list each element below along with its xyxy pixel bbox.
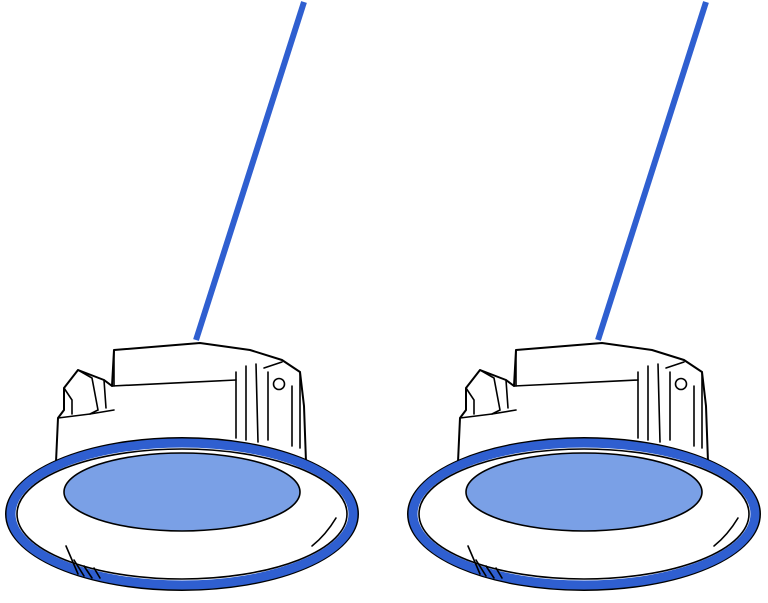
right-downlight xyxy=(408,2,760,590)
left-downlight xyxy=(6,2,358,590)
